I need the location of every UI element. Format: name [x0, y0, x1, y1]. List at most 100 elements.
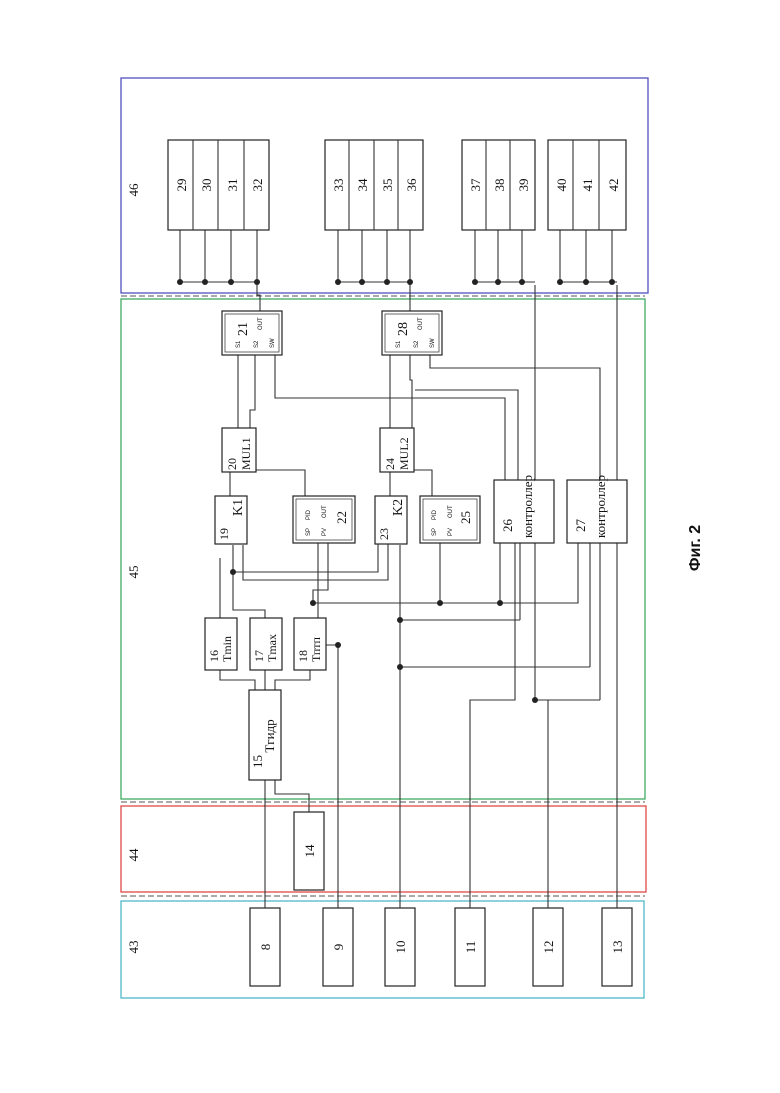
- svg-text:26: 26: [500, 519, 515, 533]
- svg-text:Фиг. 2: Фиг. 2: [687, 525, 704, 571]
- sensor-12: 12: [533, 908, 563, 986]
- svg-text:34: 34: [355, 178, 370, 192]
- actuator-31: 31: [225, 179, 240, 192]
- svg-text:36: 36: [404, 178, 419, 192]
- svg-text:24: 24: [383, 458, 397, 470]
- actuator-group-4: 40 41 42: [548, 140, 626, 230]
- svg-text:44: 44: [126, 848, 141, 862]
- block-25-pid: PID SP OUT PV 25: [420, 496, 480, 543]
- svg-text:K1: K1: [231, 499, 246, 516]
- svg-text:38: 38: [492, 179, 507, 192]
- actuator-40: 40: [554, 179, 569, 192]
- sensor-13: 13: [602, 908, 632, 986]
- zone-label-45: 45: [126, 566, 141, 579]
- svg-text:S1: S1: [236, 340, 242, 348]
- svg-text:S1: S1: [396, 340, 402, 348]
- svg-text:42: 42: [606, 179, 621, 192]
- svg-text:29: 29: [174, 179, 189, 192]
- svg-text:PV: PV: [448, 528, 454, 536]
- svg-text:13: 13: [610, 941, 625, 954]
- svg-text:31: 31: [225, 179, 240, 192]
- svg-text:SP: SP: [306, 528, 312, 536]
- actuator-group-1: 29 30 31 32: [168, 140, 269, 230]
- svg-text:23: 23: [377, 528, 391, 540]
- svg-text:PID: PID: [306, 509, 312, 520]
- block-14: 14: [294, 812, 324, 890]
- svg-text:39: 39: [516, 179, 531, 192]
- svg-text:K2: K2: [391, 499, 406, 516]
- svg-text:28: 28: [396, 322, 411, 336]
- svg-text:контроллер: контроллер: [593, 475, 608, 538]
- svg-text:35: 35: [380, 179, 395, 192]
- svg-text:16: 16: [207, 650, 221, 662]
- svg-text:43: 43: [126, 941, 141, 954]
- actuator-group-2: 33 34 35 36: [325, 140, 423, 230]
- zone-label-46: 46: [126, 183, 141, 197]
- svg-text:46: 46: [126, 183, 141, 197]
- svg-text:17: 17: [252, 650, 266, 662]
- svg-text:45: 45: [126, 566, 141, 579]
- svg-text:S2: S2: [414, 340, 420, 348]
- block-28-switch: S1 S2 SW OUT 28: [382, 311, 442, 355]
- svg-text:10: 10: [393, 941, 408, 954]
- svg-text:9: 9: [331, 944, 346, 951]
- sensor-9: 9: [323, 908, 353, 986]
- sensor-8: 8: [250, 908, 280, 986]
- svg-text:40: 40: [554, 179, 569, 192]
- svg-text:OUT: OUT: [258, 317, 264, 330]
- block-20-mul1: 20 MUL1: [222, 428, 256, 472]
- block-22-pid: PID SP OUT PV 22: [293, 496, 355, 543]
- svg-text:27: 27: [573, 519, 588, 533]
- svg-text:Тптп: Тптп: [309, 636, 323, 662]
- block-24-mul2: 24 MUL2: [380, 428, 414, 472]
- svg-text:12: 12: [541, 941, 556, 954]
- block-21-switch: S1 S2 SW OUT 21: [222, 311, 282, 355]
- block-17-tmax: 17 Tmax: [250, 618, 282, 670]
- actuator-group-3: 37 38 39: [462, 140, 535, 230]
- actuator-33: 33: [331, 179, 346, 192]
- actuator-36: 36: [404, 178, 419, 192]
- svg-text:OUT: OUT: [418, 317, 424, 330]
- svg-text:30: 30: [199, 179, 214, 192]
- zone-45-frame: [121, 299, 645, 799]
- block-27-controller: 27 контроллер: [567, 475, 627, 543]
- svg-text:Tmax: Tmax: [265, 634, 279, 662]
- sensor-10: 10: [385, 908, 415, 986]
- svg-text:SP: SP: [432, 528, 438, 536]
- zone-44-frame: [121, 806, 646, 892]
- svg-text:S2: S2: [254, 340, 260, 348]
- block-18-tptp: 18 Тптп: [294, 618, 326, 670]
- svg-text:OUT: OUT: [322, 505, 328, 518]
- svg-text:20: 20: [225, 458, 239, 470]
- svg-text:15: 15: [250, 755, 265, 768]
- zone-43-frame: [121, 901, 644, 998]
- svg-text:OUT: OUT: [448, 505, 454, 518]
- svg-text:33: 33: [331, 179, 346, 192]
- svg-text:11: 11: [463, 941, 478, 954]
- svg-text:37: 37: [468, 178, 483, 192]
- svg-text:MUL1: MUL1: [239, 437, 253, 470]
- svg-text:PID: PID: [432, 509, 438, 520]
- block-16-tmin: 16 Tmin: [205, 618, 237, 670]
- svg-text:SW: SW: [270, 338, 276, 348]
- block-15-hydraulic-temp: 15 Тгидр: [249, 690, 281, 780]
- actuator-41: 41: [580, 179, 595, 192]
- svg-text:22: 22: [334, 511, 349, 524]
- actuator-32: 32: [250, 179, 265, 192]
- svg-text:21: 21: [236, 322, 251, 336]
- actuator-38: 38: [492, 179, 507, 192]
- svg-text:Тгидр: Тгидр: [262, 719, 277, 752]
- svg-text:25: 25: [458, 511, 473, 524]
- svg-text:MUL2: MUL2: [397, 437, 411, 470]
- block-23-k2: 23 K2: [375, 496, 407, 544]
- zone-label-43: 43: [126, 941, 141, 954]
- sensor-11: 11: [455, 908, 485, 986]
- svg-text:контроллер: контроллер: [520, 475, 535, 538]
- svg-text:SW: SW: [430, 338, 436, 348]
- svg-text:32: 32: [250, 179, 265, 192]
- svg-text:PV: PV: [322, 528, 328, 536]
- svg-text:Tmin: Tmin: [220, 636, 234, 662]
- figure-caption: Фиг. 2: [687, 525, 704, 571]
- block-26-controller: 26 контроллер: [494, 475, 554, 543]
